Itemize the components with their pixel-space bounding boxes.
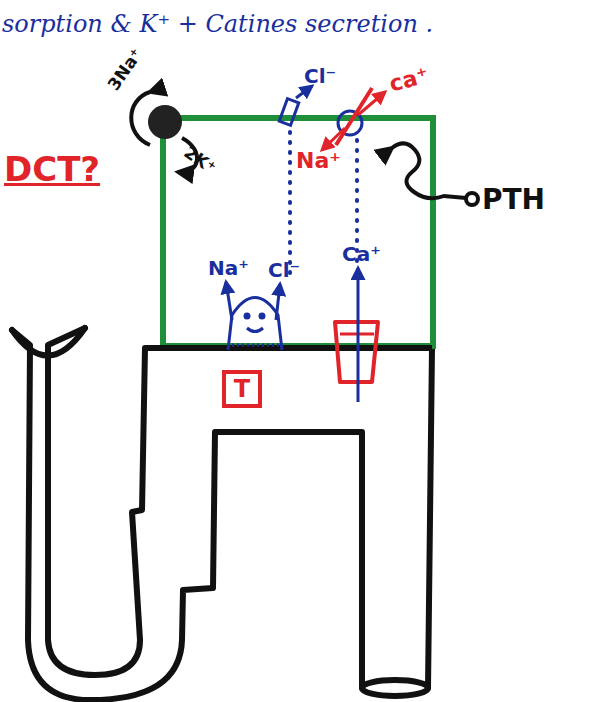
luminal-membrane	[145, 345, 432, 351]
ion-label: Cl⁻	[304, 66, 336, 86]
ion-label: Na⁺	[296, 150, 341, 172]
title-text: sorption & K⁺ + Catines secretion .	[2, 12, 433, 36]
na-ca-exchanger	[322, 88, 385, 150]
ion-label: 3Na⁺	[105, 46, 146, 94]
ncc-transporter	[226, 282, 282, 350]
node-text: T	[234, 375, 250, 403]
ion-label: Ca⁺	[342, 244, 381, 264]
pth-receptor	[392, 143, 478, 205]
ca-channel	[335, 268, 378, 402]
dotted-path	[288, 132, 292, 275]
tubular-cell	[163, 118, 433, 346]
section-label: DCT?	[4, 152, 100, 186]
thiazide-box: T	[222, 370, 262, 408]
ion-label: ca⁺	[387, 64, 431, 95]
cl-channel	[279, 86, 312, 125]
hormone-label: PTH	[482, 186, 545, 214]
ion-label: Na⁺	[208, 258, 249, 278]
ion-label: Cl⁻	[268, 260, 300, 280]
